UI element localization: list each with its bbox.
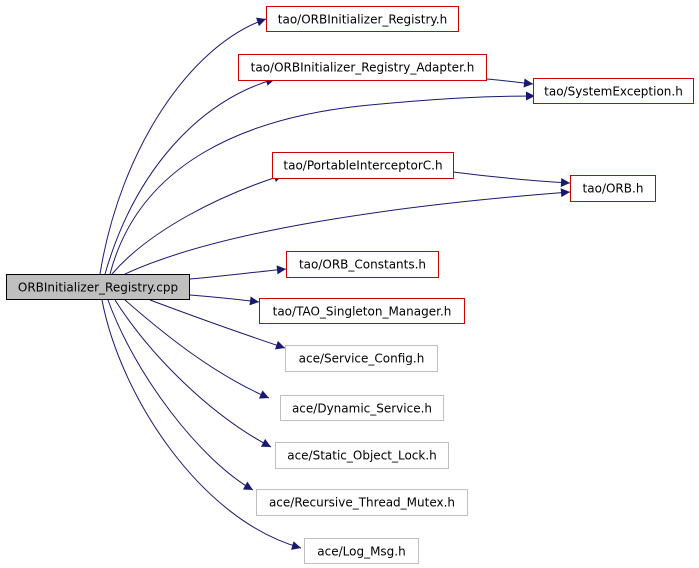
node-label: ace/Service_Config.h	[299, 352, 425, 366]
edge-root-to-orb-constants-h	[189, 265, 287, 280]
node-box	[533, 78, 694, 104]
node-box	[280, 395, 444, 421]
node-root-box	[6, 274, 190, 300]
edge-root-to-portableinterceptorc-h	[111, 173, 284, 275]
node-box	[570, 175, 656, 202]
node-label: tao/ORB.h	[583, 182, 644, 196]
node-orb-constants-h[interactable]: tao/ORB_Constants.h	[286, 251, 439, 278]
node-orbinitializer-registry-adapter-h[interactable]: tao/ORBInitializer_Registry_Adapter.h	[238, 54, 487, 81]
node-portableinterceptorc-h[interactable]: tao/PortableInterceptorC.h	[272, 152, 454, 179]
node-systemexception-h[interactable]: tao/SystemException.h	[533, 78, 694, 104]
node-box	[304, 538, 419, 564]
edge-root-to-log-msg-h	[101, 299, 302, 550]
edges	[99, 17, 571, 550]
node-label: tao/TAO_Singleton_Manager.h	[273, 305, 452, 319]
node-box	[238, 54, 487, 81]
edge-root-to-service-config-h	[149, 299, 286, 350]
node-static-object-lock-h[interactable]: ace/Static_Object_Lock.h	[275, 442, 449, 469]
nodes: ORBInitializer_Registry.cpp tao/ORBIniti…	[6, 6, 694, 564]
edge-root-to-orbinitializer-registry-h	[99, 17, 267, 275]
node-label: tao/ORBInitializer_Registry_Adapter.h	[251, 61, 475, 75]
node-service-config-h[interactable]: ace/Service_Config.h	[285, 345, 438, 372]
edge-root-to-dynamic-service-h	[124, 299, 270, 399]
node-box	[275, 442, 449, 469]
node-label: ace/Dynamic_Service.h	[292, 402, 432, 416]
node-label: tao/SystemException.h	[544, 85, 683, 99]
node-orb-h[interactable]: tao/ORB.h	[570, 175, 656, 202]
node-label: ace/Log_Msg.h	[317, 545, 405, 559]
node-root-orbinitializer-registry-cpp[interactable]: ORBInitializer_Registry.cpp	[6, 274, 190, 300]
node-label: tao/PortableInterceptorC.h	[283, 159, 442, 173]
node-box	[285, 345, 438, 372]
edge-root-to-tao-singleton-manager-h	[189, 294, 260, 306]
node-box	[286, 251, 439, 278]
edge-root-to-recursive-thread-mutex-h	[107, 299, 254, 491]
edge-root-to-registry-adapter-h	[104, 77, 276, 275]
node-label: tao/ORB_Constants.h	[299, 258, 426, 272]
node-log-msg-h[interactable]: ace/Log_Msg.h	[304, 538, 419, 564]
node-tao-singleton-manager-h[interactable]: tao/TAO_Singleton_Manager.h	[259, 298, 465, 324]
node-orbinitializer-registry-h[interactable]: tao/ORBInitializer_Registry.h	[266, 6, 459, 32]
node-label: ace/Static_Object_Lock.h	[287, 449, 437, 463]
edge-root-to-orb-h	[124, 188, 571, 275]
node-dynamic-service-h[interactable]: ace/Dynamic_Service.h	[280, 395, 444, 421]
edge-portableinterceptorc-to-orb-h	[452, 171, 571, 187]
node-box	[272, 152, 454, 179]
edge-root-to-systemexception-h	[109, 91, 536, 275]
edge-registry-adapter-to-systemexception-h	[486, 78, 534, 88]
node-recursive-thread-mutex-h[interactable]: ace/Recursive_Thread_Mutex.h	[256, 489, 468, 516]
edge-root-to-static-object-lock-h	[114, 299, 272, 448]
node-box	[259, 298, 465, 324]
node-root-label: ORBInitializer_Registry.cpp	[18, 281, 178, 295]
node-box	[266, 6, 459, 32]
node-box	[256, 489, 468, 516]
node-label: tao/ORBInitializer_Registry.h	[278, 13, 447, 27]
node-label: ace/Recursive_Thread_Mutex.h	[269, 496, 455, 510]
